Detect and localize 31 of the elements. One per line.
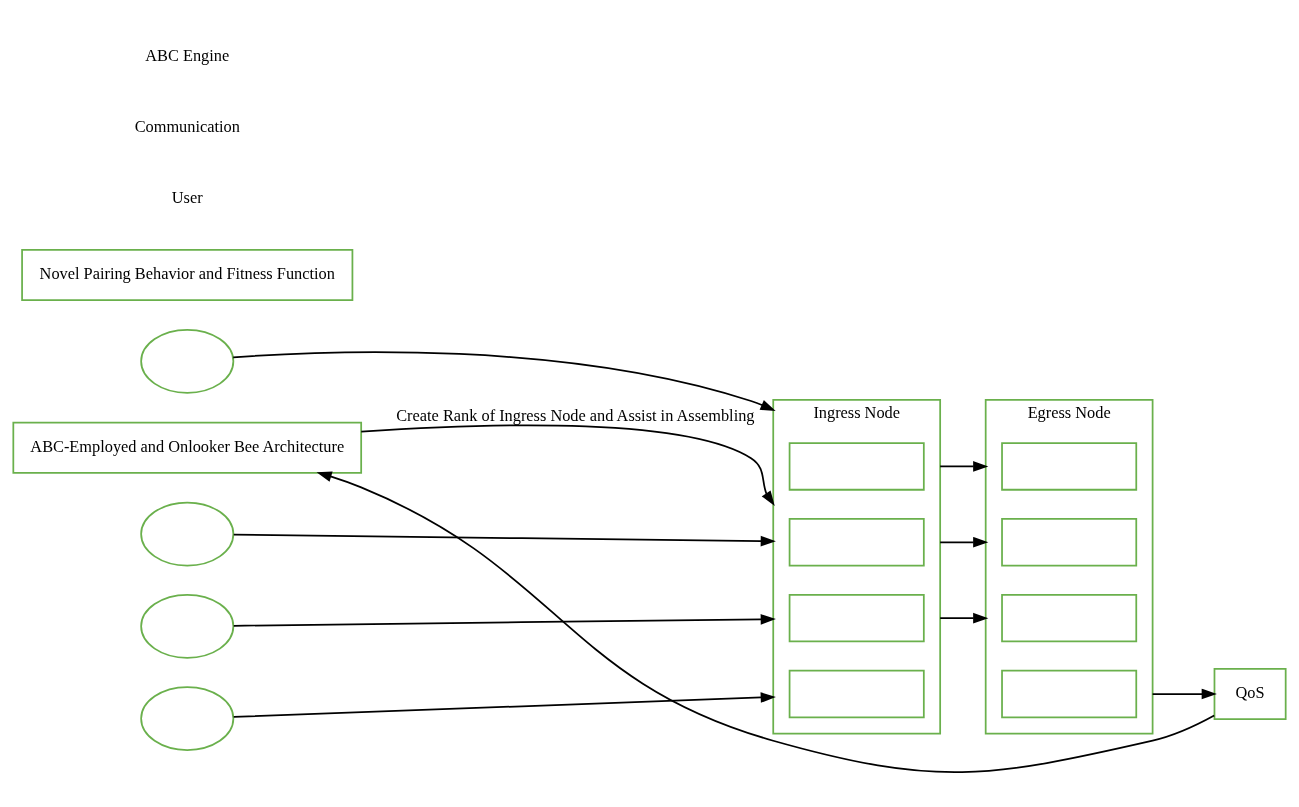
node-box: [788, 441, 925, 491]
arrow: [939, 536, 989, 548]
arrow: [939, 460, 989, 472]
node-box: [788, 517, 925, 566]
arrow: [232, 350, 776, 411]
arrow: [360, 424, 775, 506]
arrow: [232, 613, 776, 627]
cluster: Ingress Node: [772, 398, 942, 735]
label: ABC Engine: [145, 45, 230, 65]
node-ellipse: [140, 685, 235, 751]
cluster: Egress Node: [984, 398, 1154, 735]
arrow: [939, 612, 989, 623]
node-box: ABC-Employed and Onlooker Bee Architecture: [12, 421, 363, 474]
arrow: [232, 533, 776, 546]
node-box: [1001, 517, 1138, 566]
node-box: [1001, 441, 1138, 491]
label: Communication: [134, 116, 240, 136]
arrow: [232, 691, 776, 718]
arrow: [316, 471, 1216, 773]
node-ellipse: [140, 501, 235, 566]
node-box: [1001, 669, 1138, 718]
node-box: Novel Pairing Behavior and Fitness Function: [21, 248, 354, 301]
node-box: [788, 669, 925, 718]
node-box: [788, 593, 925, 642]
node-ellipse: [140, 328, 235, 394]
edge-label: Create Rank of Ingress Node and Assist in Assembling: [396, 405, 755, 425]
node-box: [1001, 593, 1138, 642]
node-box: QoS: [1213, 667, 1287, 720]
node-ellipse: [140, 593, 235, 659]
label: User: [171, 187, 203, 207]
arrow: [1151, 688, 1217, 699]
